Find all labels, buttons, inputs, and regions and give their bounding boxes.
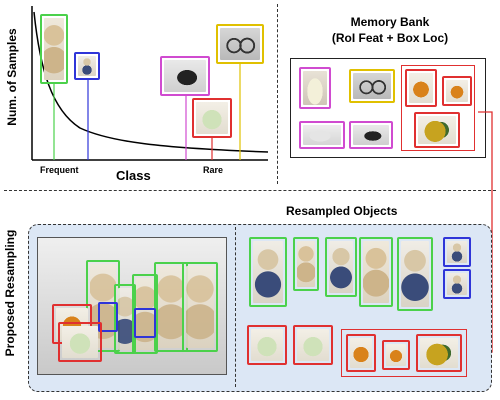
- mem-pumpkin-mixed: [414, 112, 460, 148]
- res-teddy-blue-2: [443, 269, 471, 299]
- rare-label: Rare: [203, 165, 224, 175]
- horizontal-divider: [4, 190, 496, 191]
- scene-image: [37, 237, 227, 375]
- scene-box-green-3: [132, 274, 158, 354]
- chart-svg: [31, 6, 269, 161]
- scene-box-green-5: [182, 262, 218, 352]
- proposed-resampling-label: Proposed Resampling: [3, 229, 17, 357]
- long-tail-chart: Num. of Samples Frequent Class Rare: [0, 0, 275, 185]
- res-teddy-5: [397, 237, 433, 311]
- res-pumpkin-mixed: [416, 334, 462, 372]
- res-pumpkin-green-1: [247, 325, 287, 365]
- long-tail-curve: [33, 11, 269, 153]
- scene-box-green-4: [154, 262, 188, 352]
- mem-pumpkin-orange: [405, 69, 437, 107]
- res-teddy-3: [325, 237, 357, 297]
- frequent-label: Frequent: [40, 165, 79, 175]
- teddy-thumb-blue: [74, 52, 100, 80]
- resampled-objects-title: Resampled Objects: [286, 204, 398, 218]
- y-axis-label: Num. of Samples: [5, 28, 19, 126]
- tape-thumb-magenta: [160, 56, 210, 96]
- res-teddy-blue-1: [443, 237, 471, 267]
- top-vertical-divider: [277, 4, 278, 184]
- class-axis-label: Class: [116, 168, 151, 183]
- mem-tape-magenta: [349, 121, 393, 149]
- panel-inner-divider: [235, 227, 236, 387]
- memory-bank-title-line2: (RoI Feat + Box Loc): [331, 31, 449, 45]
- res-pumpkin-green-2: [293, 325, 333, 365]
- mem-red-group: [401, 65, 475, 151]
- memory-bank-box: [290, 58, 486, 158]
- memory-bank-title: Memory Bank (RoI Feat + Box Loc): [300, 14, 480, 46]
- res-teddy-4: [359, 237, 393, 307]
- pumpkin-thumb-red: [192, 98, 232, 138]
- mem-bike-yellow: [349, 69, 395, 103]
- teddy-thumb-green: [40, 14, 68, 84]
- mem-shoe2-magenta: [299, 121, 345, 149]
- res-red-group: [341, 329, 467, 377]
- resampling-panel: [28, 224, 492, 392]
- res-pumpkin-orange-2: [382, 340, 410, 370]
- mem-pumpkin-small: [442, 76, 472, 106]
- res-pumpkin-orange-1: [346, 334, 376, 372]
- res-teddy-1: [249, 237, 287, 307]
- scene-box-blue-1: [98, 302, 118, 332]
- memory-bank-title-line1: Memory Bank: [350, 15, 430, 29]
- scene-box-blue-2: [134, 308, 156, 338]
- bike-thumb-yellow: [216, 24, 264, 64]
- scene-box-red-2: [58, 322, 102, 362]
- mem-shoe-magenta: [299, 67, 331, 109]
- res-teddy-2: [293, 237, 319, 291]
